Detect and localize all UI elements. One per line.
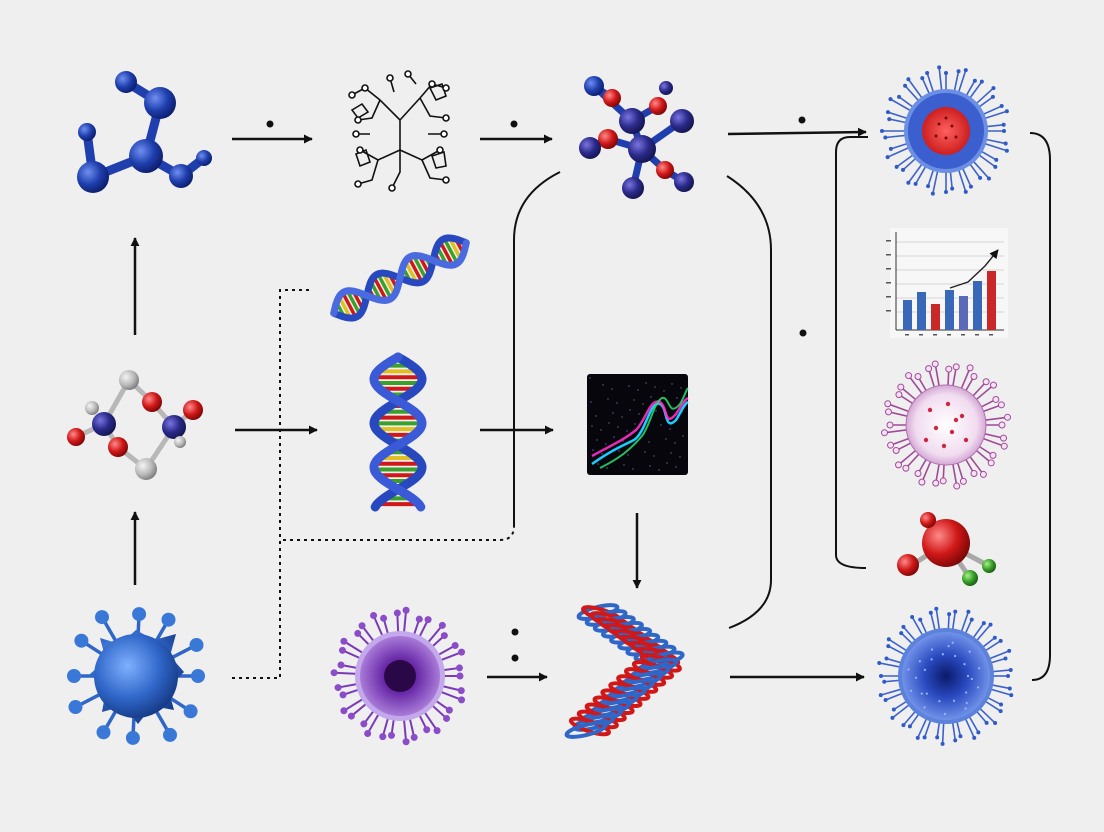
nanoparticle-blue-core-icon xyxy=(877,607,1013,746)
dna-helix-small-icon xyxy=(327,230,473,325)
red-blue-molecule-icon xyxy=(579,76,694,199)
dot-marker xyxy=(800,330,807,337)
signal-plot-icon xyxy=(587,374,688,475)
curve-molecule-to-protein xyxy=(727,176,771,628)
outer-right-bracket xyxy=(1030,133,1050,680)
protein-ribbon-icon xyxy=(565,602,683,739)
ring-molecule-icon xyxy=(67,370,203,480)
network-icon xyxy=(349,71,449,191)
nanoparticle-red-core-icon xyxy=(880,65,1009,195)
water-molecule-icon xyxy=(897,512,996,586)
blue-molecule-icon xyxy=(77,71,212,193)
bracket-nanoparticle-to-water xyxy=(836,137,868,568)
dot-marker xyxy=(512,629,519,636)
virus-blue-icon xyxy=(67,607,205,745)
dna-helix-vertical-icon xyxy=(374,357,422,507)
arrow-molecule-to-nanoparticle xyxy=(728,132,866,134)
dotted-feedback-path xyxy=(232,290,313,678)
dot-marker xyxy=(799,117,806,124)
dot-marker xyxy=(512,655,519,662)
dot-marker xyxy=(267,121,274,128)
dotted-branch-path xyxy=(283,526,514,540)
bar-chart-icon xyxy=(886,228,1008,338)
curve-to-molecule xyxy=(514,172,560,526)
virus-pink-icon xyxy=(881,361,1010,489)
virus-purple-icon xyxy=(331,607,465,745)
dot-marker xyxy=(511,121,518,128)
